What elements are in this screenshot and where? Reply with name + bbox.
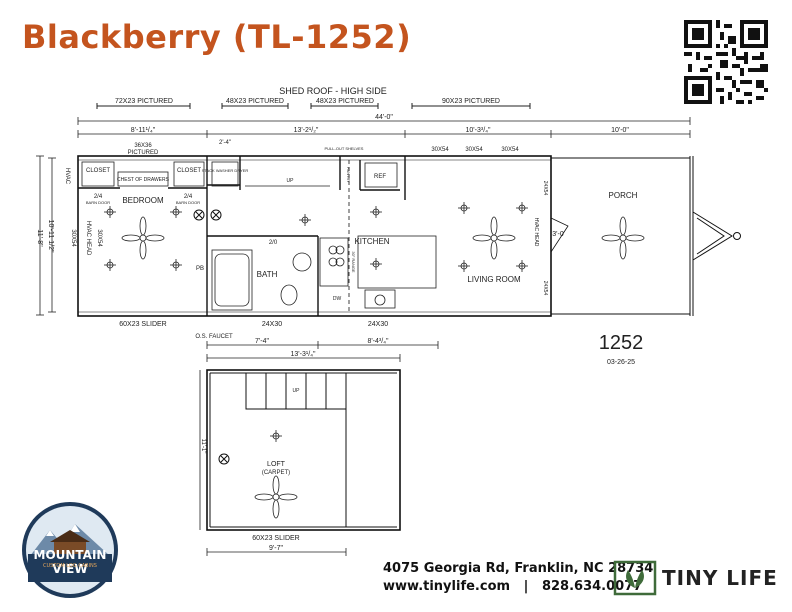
dim-porch: 10'-0"	[611, 127, 629, 134]
light-fixture-icon	[270, 430, 282, 442]
hvac-head-right: HVAC HEAD	[533, 218, 539, 247]
loft-bottom-dim: 9'-7"	[269, 545, 283, 552]
stack-washer-dryer: STACK WASHER DRYER	[202, 168, 249, 173]
plan-date: 03-26-25	[607, 359, 635, 366]
light-fixture-icon	[458, 202, 470, 214]
fridge-label: REF	[374, 174, 386, 180]
light-fixture-icon	[458, 260, 470, 272]
fan-icon	[254, 475, 298, 519]
website-link[interactable]: www.tinylife.com	[383, 579, 511, 594]
light-fixture-icon	[516, 260, 528, 272]
window-label-1: 72X23 PICTURED	[115, 98, 173, 105]
window-label-4: 90X23 PICTURED	[442, 98, 500, 105]
overall-length: 44'-0"	[375, 114, 393, 121]
door-3-0: 3'-0	[552, 231, 564, 238]
dim-width-inner: 10'-11 1/2"	[47, 220, 54, 253]
dim-width-outer: 11'-8"	[36, 229, 43, 247]
range-label: 30" RANGE	[351, 251, 356, 273]
slider-bottom: 60X23 SLIDER	[119, 321, 166, 328]
closet-left: CLOSET	[86, 168, 110, 174]
light-fixture-icon	[370, 206, 382, 218]
brand-name: TINY LIFE	[662, 566, 778, 590]
room-loft: LOFT	[267, 461, 286, 468]
light-fixture-icon	[104, 206, 116, 218]
loft-up: UP	[293, 388, 301, 394]
pb-label: PB	[196, 266, 204, 272]
dishwasher-label: DW	[333, 296, 342, 302]
loft-depth: 11'-1"	[200, 439, 206, 454]
room-porch: PORCH	[609, 191, 638, 200]
partner-subtitle: CUSTOM LOG CABINS	[43, 563, 97, 569]
window-36-sub: PICTURED	[128, 150, 159, 156]
barn-door-right-sub: BARN DOOR	[176, 200, 200, 205]
pantry-label: PANTRY	[346, 167, 351, 183]
fan-icon	[472, 216, 516, 260]
light-fixture-icon	[370, 258, 382, 270]
os-faucet: O.S. FAUCET	[195, 334, 233, 340]
window-30-a: 30X54	[431, 147, 449, 153]
exhaust-fan-icon	[193, 209, 205, 221]
barn-door-left: 2/4	[94, 194, 103, 200]
model-number: 1252	[599, 332, 644, 354]
exhaust-fan-icon	[218, 453, 230, 465]
page-title: Blackberry (TL-1252)	[22, 18, 412, 56]
phone-number[interactable]: 828.634.0077	[541, 579, 643, 594]
window-24-a: 24X54	[542, 181, 548, 196]
dim-8-4: 8'-4³/₄"	[367, 338, 389, 345]
light-fixture-icon	[170, 206, 182, 218]
light-fixture-icon	[104, 259, 116, 271]
closet-right: CLOSET	[177, 168, 201, 174]
window-24x30-a: 24X30	[262, 321, 282, 328]
barn-door-right: 2/4	[184, 194, 193, 200]
loft-slider: 60X23 SLIDER	[252, 535, 299, 542]
window-30-c: 30X54	[501, 147, 519, 153]
window-side-left-b: 30X54	[96, 229, 102, 247]
barn-door-left-sub: BARN DOOR	[86, 200, 110, 205]
hvac-head-left: HVAC HEAD	[85, 221, 91, 256]
mountain-view-logo[interactable]	[20, 500, 120, 600]
partner-name: MOUNTAIN VIEW	[33, 548, 107, 576]
door-2-0: 2/0	[269, 240, 278, 246]
up-stairs: UP	[287, 178, 295, 184]
window-side-left-a: 30X54	[70, 229, 76, 247]
chest-of-drawers: CHEST OF DRAWERS	[117, 177, 170, 183]
window-label-2: 48X23 PICTURED	[226, 98, 284, 105]
dim-7-4: 7'-4"	[255, 338, 269, 345]
fan-icon	[601, 216, 645, 260]
exhaust-fan-icon	[210, 209, 222, 221]
footer-address: 4075 Georgia Rd, Franklin, NC 28734	[383, 561, 654, 576]
light-fixture-icon	[516, 202, 528, 214]
qr-code[interactable]	[684, 20, 768, 104]
footer-contact: www.tinylife.com | 828.634.0077	[383, 579, 642, 594]
window-24x30-b: 24X30	[368, 321, 388, 328]
room-bath: BATH	[257, 270, 278, 279]
tiny-life-logo[interactable]	[612, 558, 782, 598]
dim-bath-kitchen: 13'-2¹/₂"	[294, 127, 319, 134]
light-fixture-icon	[299, 214, 311, 226]
fan-icon	[121, 216, 165, 260]
dim-2-4: 2'-4"	[219, 140, 231, 146]
pullout-shelves: PULL-OUT SHELVES	[325, 146, 364, 151]
window-label-3: 48X23 PICTURED	[316, 98, 374, 105]
light-fixture-icon	[170, 259, 182, 271]
room-living: LIVING ROOM	[467, 275, 521, 284]
separator: |	[523, 579, 529, 594]
window-36: 36X36	[134, 143, 152, 149]
hvac-label: HVAC	[64, 168, 70, 185]
roof-label: SHED ROOF - HIGH SIDE	[279, 86, 387, 96]
room-kitchen: KITCHEN	[354, 237, 389, 246]
dim-bedroom: 8'-11¹/₄"	[131, 127, 156, 134]
window-24-b: 24X54	[542, 281, 548, 296]
room-loft-sub: (CARPET)	[262, 470, 290, 476]
window-30-b: 30X54	[465, 147, 483, 153]
room-bedroom: BEDROOM	[122, 196, 164, 205]
loft-width: 13'-3¹/₄"	[291, 351, 316, 358]
dim-living: 10'-3³/₄"	[466, 127, 491, 134]
